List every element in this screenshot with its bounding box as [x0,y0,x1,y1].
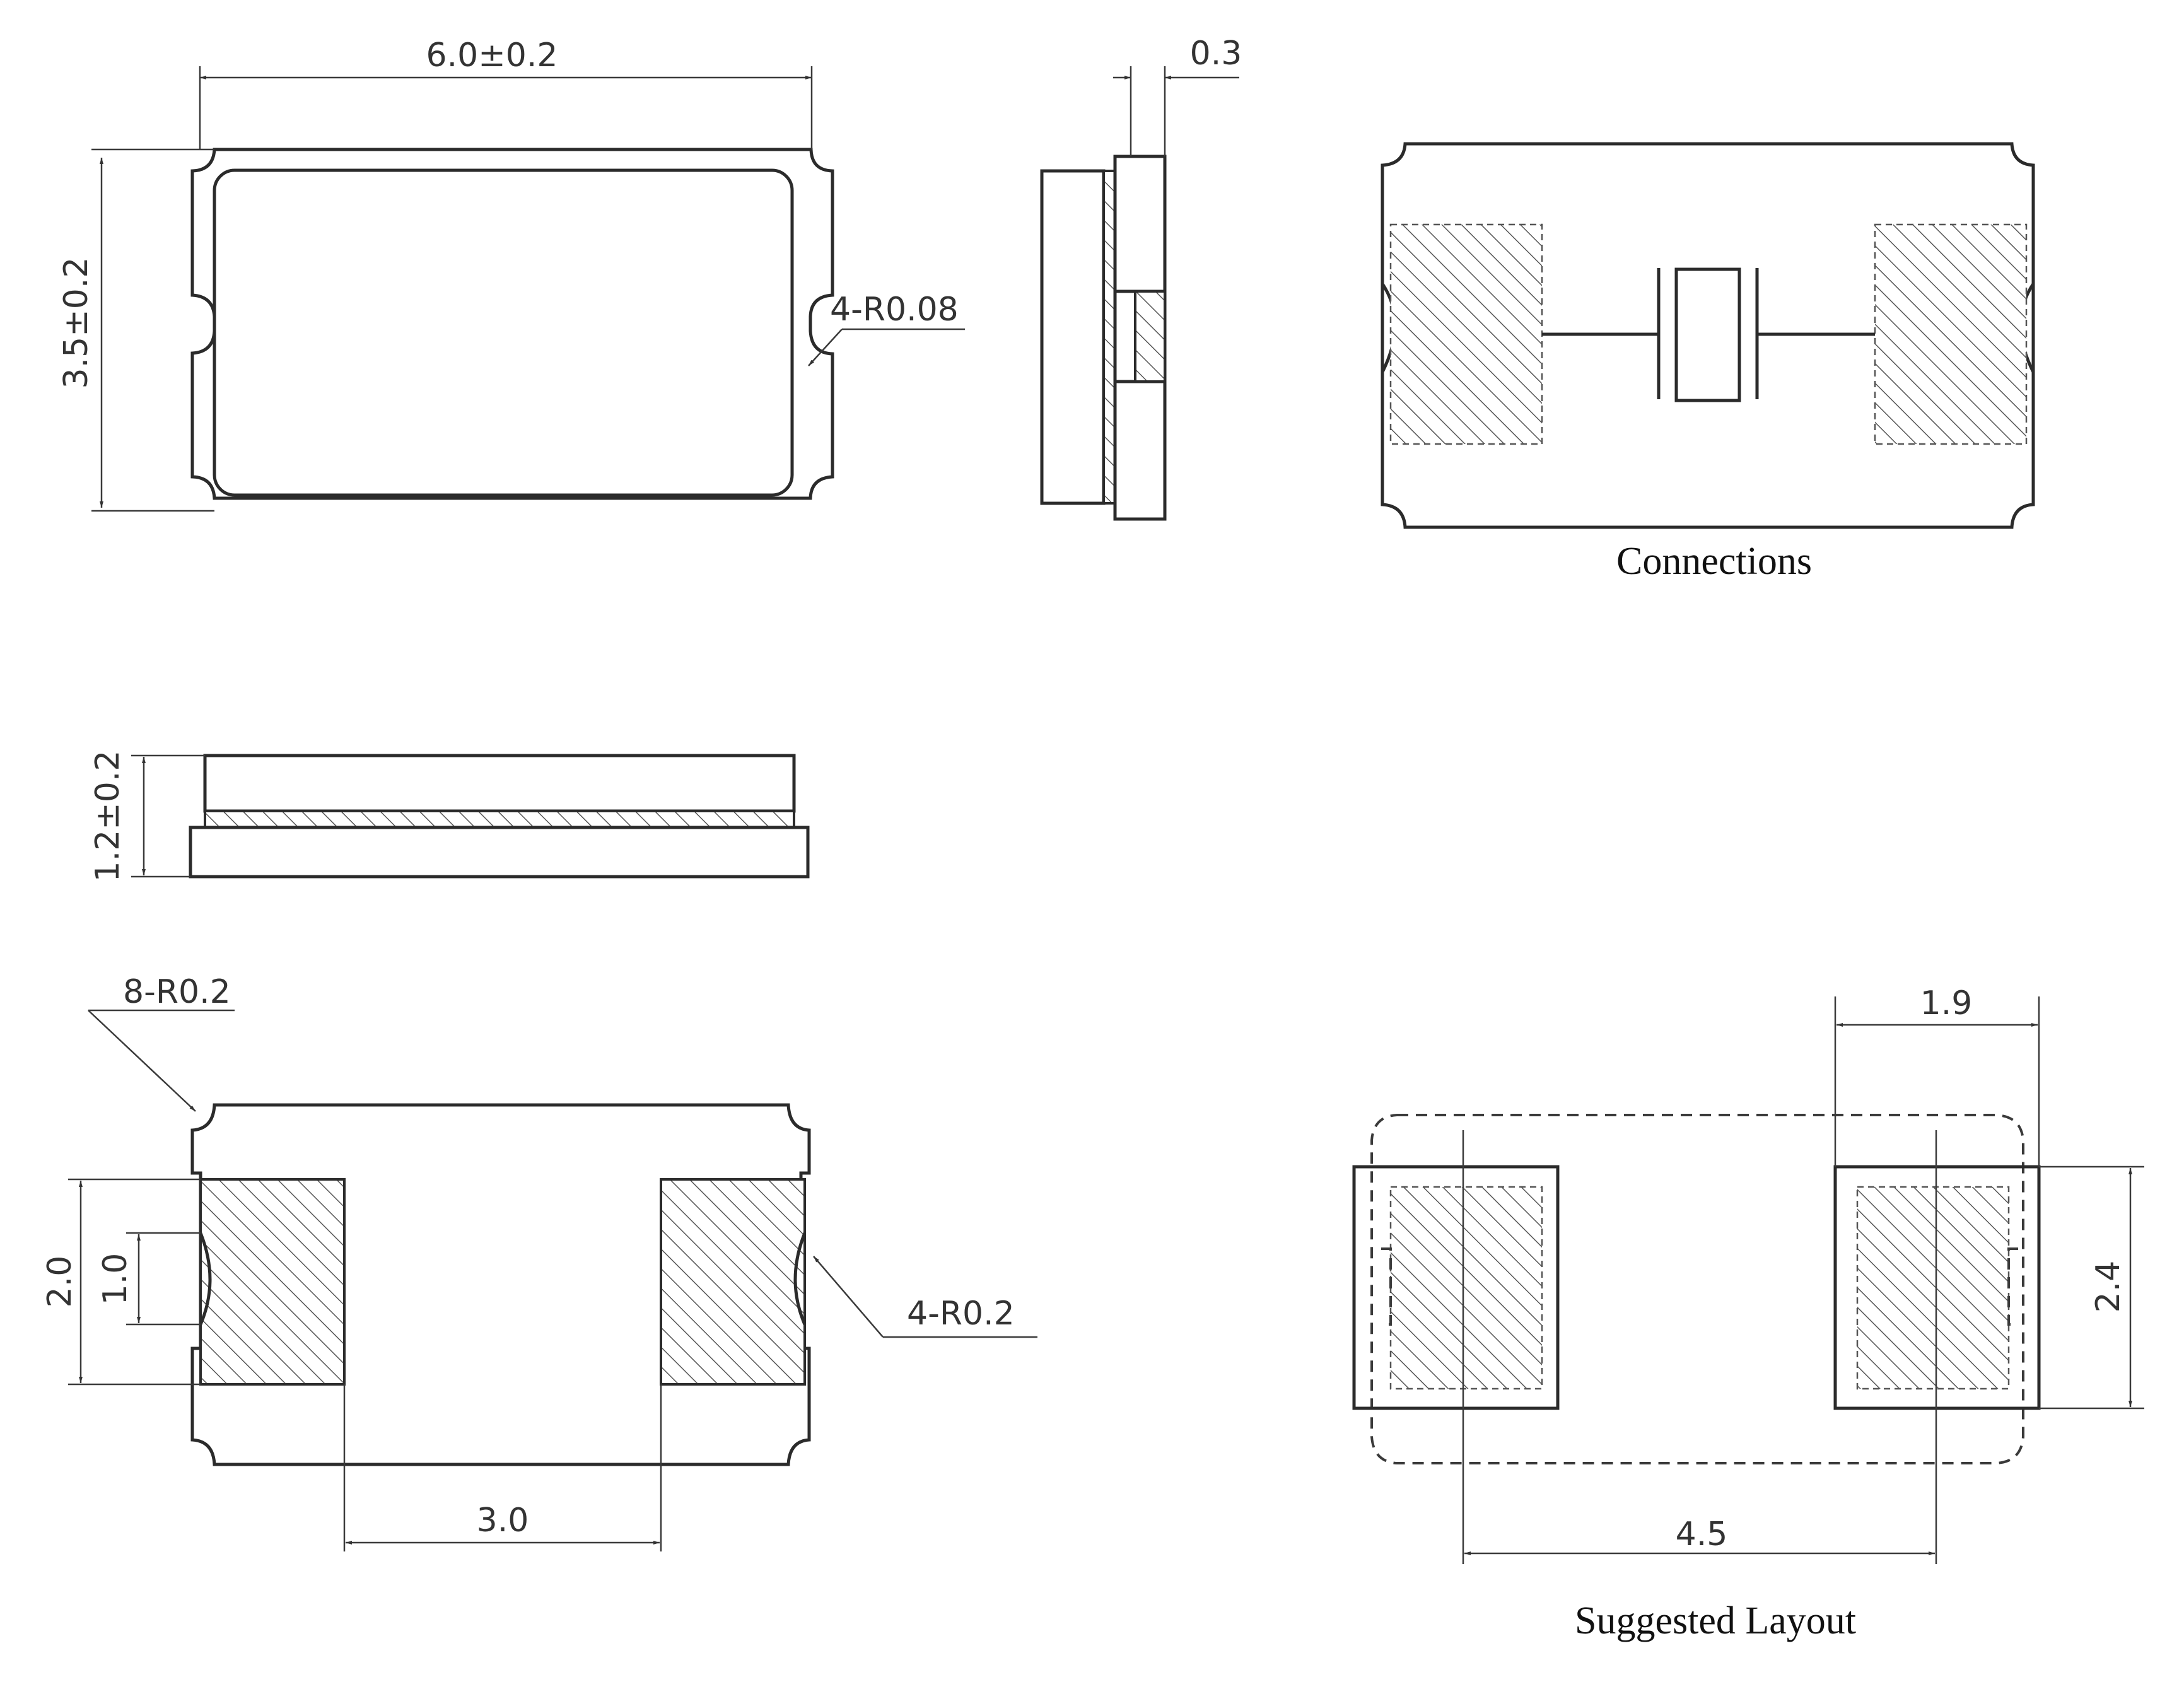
connections-caption: Connections [1616,540,1812,583]
width-dimension: 3.5±0.2 [57,257,95,389]
connections-view: Connections [1381,142,2035,583]
pad-spacing-dimension: 3.0 [477,1502,529,1539]
height-dimension: 1.2±0.2 [89,751,127,882]
lid-edge-dimension: 0.3 [1190,35,1242,73]
length-dimension: 6.0±0.2 [426,37,558,74]
suggested-layout-view: 4.5 1.9 2.4 Suggested Layout [1352,984,2144,1642]
layout-pad-width-dimension: 1.9 [1920,984,1973,1022]
top-view: 6.0±0.2 3.5±0.2 4-R0.08 [57,37,965,512]
side-view: 0.3 [1040,35,1242,521]
castellation-height-dimension: 1.0 [96,1253,134,1306]
front-view: 1.2±0.2 [89,751,810,882]
layout-pad-pitch-dimension: 4.5 [1676,1516,1728,1553]
layout-pad-height-dimension: 2.4 [2089,1261,2127,1313]
castellation-radius-label: 4-R0.2 [907,1295,1015,1333]
suggested-layout-caption: Suggested Layout [1575,1599,1856,1642]
outer-corner-radius-label: 8-R0.2 [123,973,231,1011]
pad-height-dimension: 2.0 [41,1256,79,1308]
bottom-view: 8-R0.2 4-R0.2 2.0 1.0 3.0 [41,973,1037,1551]
lid-corner-radius-label: 4-R0.08 [830,291,959,329]
